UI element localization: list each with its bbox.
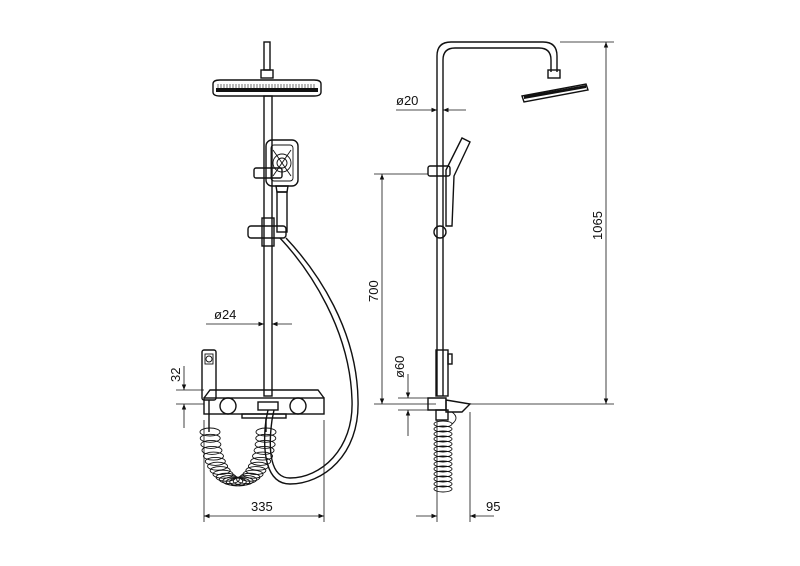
dim-rail-diameter: ø24 — [214, 307, 236, 322]
dim-pipe-diameter: ø20 — [396, 93, 418, 108]
dim-depth-95: 95 — [486, 499, 500, 514]
side-coiled-hose — [433, 411, 457, 493]
dim-width-335: 335 — [251, 499, 273, 514]
front-rain-shower-head — [212, 79, 322, 97]
side-view — [427, 41, 589, 493]
front-coiled-hose — [199, 400, 277, 487]
side-dimensions: ø20 1065 700 ø60 95 — [366, 41, 614, 522]
front-slider — [247, 217, 287, 247]
side-handheld-shower — [427, 137, 471, 227]
side-slider — [433, 225, 447, 239]
dim-outlet-32: 32 — [168, 368, 183, 382]
dim-bracket-diameter: ø60 — [392, 356, 407, 378]
front-valve-shelf — [203, 389, 325, 419]
front-handheld-shower — [265, 139, 299, 233]
front-top-pipe — [260, 41, 274, 79]
dim-height-1065: 1065 — [590, 211, 605, 240]
dim-height-700: 700 — [366, 280, 381, 302]
front-holder-bracket — [253, 167, 283, 179]
side-rain-shower-head — [521, 83, 589, 103]
front-hose — [263, 237, 359, 485]
front-view — [199, 41, 359, 487]
front-dimensions: ø24 32 335 — [168, 307, 325, 522]
side-main-pipe — [436, 41, 561, 396]
side-valve-body — [427, 349, 472, 421]
